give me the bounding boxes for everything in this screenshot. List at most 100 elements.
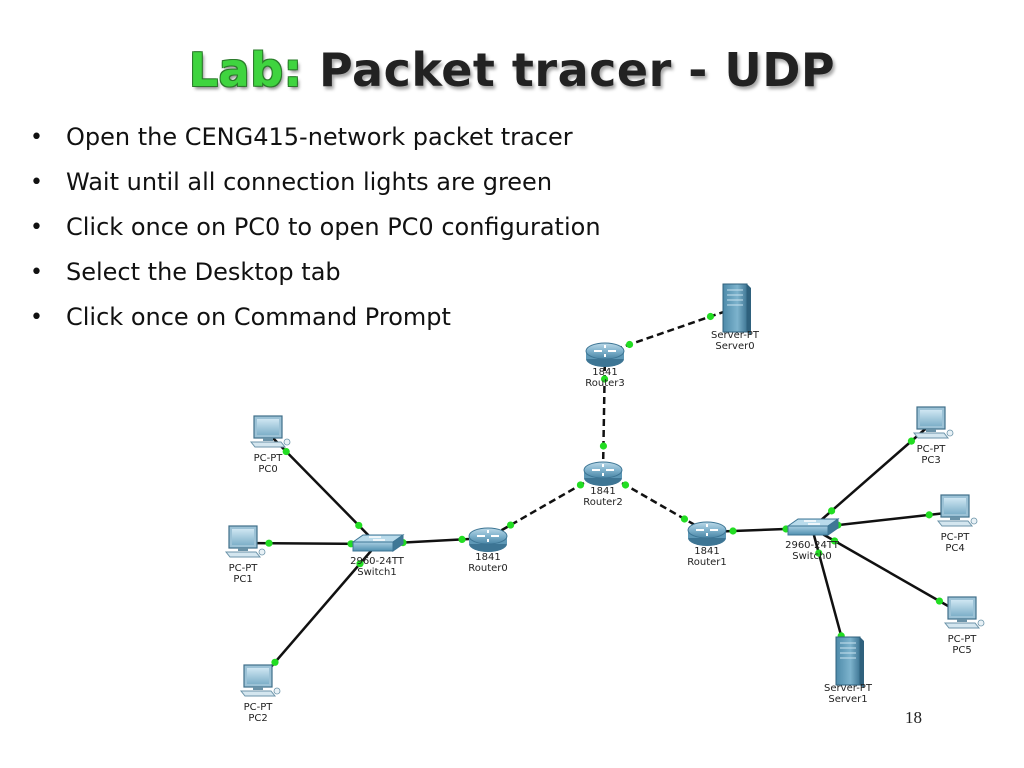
bullet-dot: • [30, 260, 43, 285]
device-model-label: 1841 [694, 546, 719, 557]
device-name-label: PC0 [258, 464, 277, 475]
device-model-label: PC-PT [244, 702, 274, 713]
server-icon [835, 636, 864, 688]
link-router2-router1 [602, 470, 708, 534]
device-name-label: Router1 [687, 557, 727, 568]
link-light-server0 [706, 312, 715, 321]
link-light-switch1 [355, 521, 363, 530]
router-icon [585, 342, 625, 367]
link-light-router2 [599, 442, 608, 450]
device-name-label: Switch0 [792, 551, 831, 562]
device-model-label: PC-PT [254, 453, 284, 464]
device-name-label: Server0 [715, 341, 754, 352]
server-icon [722, 283, 751, 335]
pc-icon [912, 406, 954, 439]
link-light-router0 [458, 535, 466, 544]
link-light-pc3 [907, 437, 916, 445]
device-model-label: 2960-24TT [350, 556, 405, 567]
slide-title-lab: Lab: [188, 43, 303, 97]
link-router3-router2 [601, 352, 607, 473]
link-light-switch0 [827, 507, 836, 515]
router-icon [687, 521, 727, 546]
link-light-router2 [621, 481, 630, 489]
bullet-item: • Wait until all connection lights are gr… [30, 160, 601, 205]
bullet-text: Wait until all connection lights are gre… [66, 168, 553, 196]
device-name-label: PC3 [921, 455, 940, 466]
link-light-router0 [506, 521, 515, 529]
bullet-item: • Click once on PC0 to open PC0 configura… [30, 205, 601, 250]
page-number: 18 [905, 708, 922, 727]
device-model-label: Server-PT [824, 683, 873, 694]
device-model-label: PC-PT [941, 532, 971, 543]
device-model-label: 2960-24TT [785, 540, 840, 551]
bullet-item: • Open the CENG415-network packet tracer [30, 115, 601, 160]
device-name-label: Switch1 [357, 567, 396, 578]
bullet-text: Click once on PC0 to open PC0 configurat… [66, 213, 601, 241]
link-light-switch1 [356, 560, 364, 568]
device-name-label: Server1 [828, 694, 867, 705]
bullet-dot: • [30, 305, 43, 330]
device-name-label: PC2 [248, 713, 267, 724]
device-name-label: Router0 [468, 563, 508, 574]
link-light-pc0 [282, 447, 290, 456]
pc-icon [249, 415, 291, 448]
bullet-dot: • [30, 215, 43, 240]
link-router2-router0 [487, 470, 604, 540]
device-name-label: PC1 [233, 574, 252, 585]
bullet-dot: • [30, 125, 43, 150]
router-icon [583, 461, 623, 486]
pc-icon [224, 525, 266, 558]
device-model-label: PC-PT [948, 634, 978, 645]
link-light-pc1 [265, 539, 273, 547]
slide-title-text: Packet tracer - UDP [319, 43, 836, 97]
bullet-text: Open the CENG415-network packet tracer [66, 123, 573, 151]
router-icon [468, 527, 508, 552]
device-name-label: Router2 [583, 497, 623, 508]
device-model-label: 1841 [590, 486, 615, 497]
link-light-router1 [729, 527, 737, 535]
bullet-text: Click once on Command Prompt [66, 303, 451, 331]
bullet-dot: • [30, 170, 43, 195]
device-model-label: PC-PT [917, 444, 947, 455]
link-light-switch0 [815, 549, 823, 557]
link-light-router2 [576, 481, 585, 489]
switch-icon [351, 534, 405, 552]
bullet-item: • Click once on Command Prompt [30, 295, 601, 340]
link-pc2-switch1 [257, 543, 378, 683]
device-name-label: PC4 [945, 543, 964, 554]
link-light-switch0 [830, 537, 839, 545]
pc-icon [936, 494, 978, 527]
switch-icon [786, 518, 840, 536]
slide-title: Lab: Packet tracer - UDP [0, 38, 1024, 102]
device-model-label: 1841 [475, 552, 500, 563]
link-light-router1 [680, 515, 689, 523]
link-light-pc5 [935, 597, 944, 605]
device-model-label: Server-PT [711, 330, 760, 341]
bullet-item: •Select the Desktop tab [30, 250, 601, 295]
link-light-pc4 [925, 511, 933, 519]
bullet-list: •Open the CENG415-network packet tracer … [30, 115, 601, 340]
device-name-label: PC5 [952, 645, 971, 656]
pc-icon [943, 596, 985, 629]
device-name-label: Router3 [585, 378, 625, 389]
device-model-label: 1841 [592, 367, 617, 378]
pc-icon [239, 664, 281, 697]
link-light-router3 [600, 375, 609, 383]
link-light-pc2 [271, 658, 279, 666]
device-model-label: PC-PT [229, 563, 259, 574]
